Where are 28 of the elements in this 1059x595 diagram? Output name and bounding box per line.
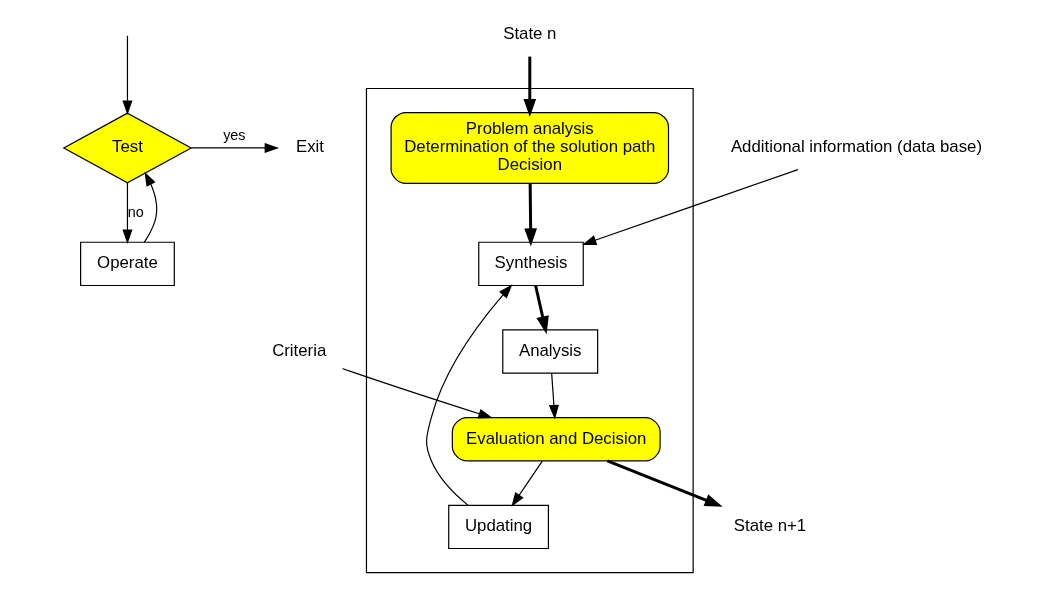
arrow: [190, 142, 280, 154]
node-box: Synthesis: [478, 241, 584, 287]
arrow: [342, 368, 493, 419]
cluster: [365, 87, 694, 574]
arrow: [524, 183, 537, 247]
node-box: Evaluation and Decision: [451, 417, 661, 462]
arrow: [534, 285, 549, 335]
arrow: [548, 372, 559, 420]
arrow: [143, 171, 158, 243]
arrow: [582, 169, 799, 245]
node-box: Analysis: [502, 329, 599, 374]
node-text: State n+1: [733, 516, 807, 536]
arrow: [606, 459, 723, 507]
arrow: [511, 460, 543, 507]
node-text: Additional information (data base): [730, 137, 983, 157]
arrow: [122, 182, 133, 244]
arrow: [426, 284, 513, 506]
node-text: State n: [503, 23, 557, 43]
node-box: Updating: [448, 504, 549, 550]
node-box: Operate: [80, 241, 175, 287]
edge-label: no: [127, 203, 144, 220]
node-text: Criteria: [272, 340, 327, 360]
node-diamond: Test: [62, 112, 193, 184]
edge-label: yes: [223, 127, 246, 144]
arrow: [122, 35, 133, 115]
node-text: Exit: [296, 137, 325, 157]
arrow: [523, 56, 537, 117]
node-box: Problem analysis Determination of the solution path Decision: [390, 111, 670, 184]
